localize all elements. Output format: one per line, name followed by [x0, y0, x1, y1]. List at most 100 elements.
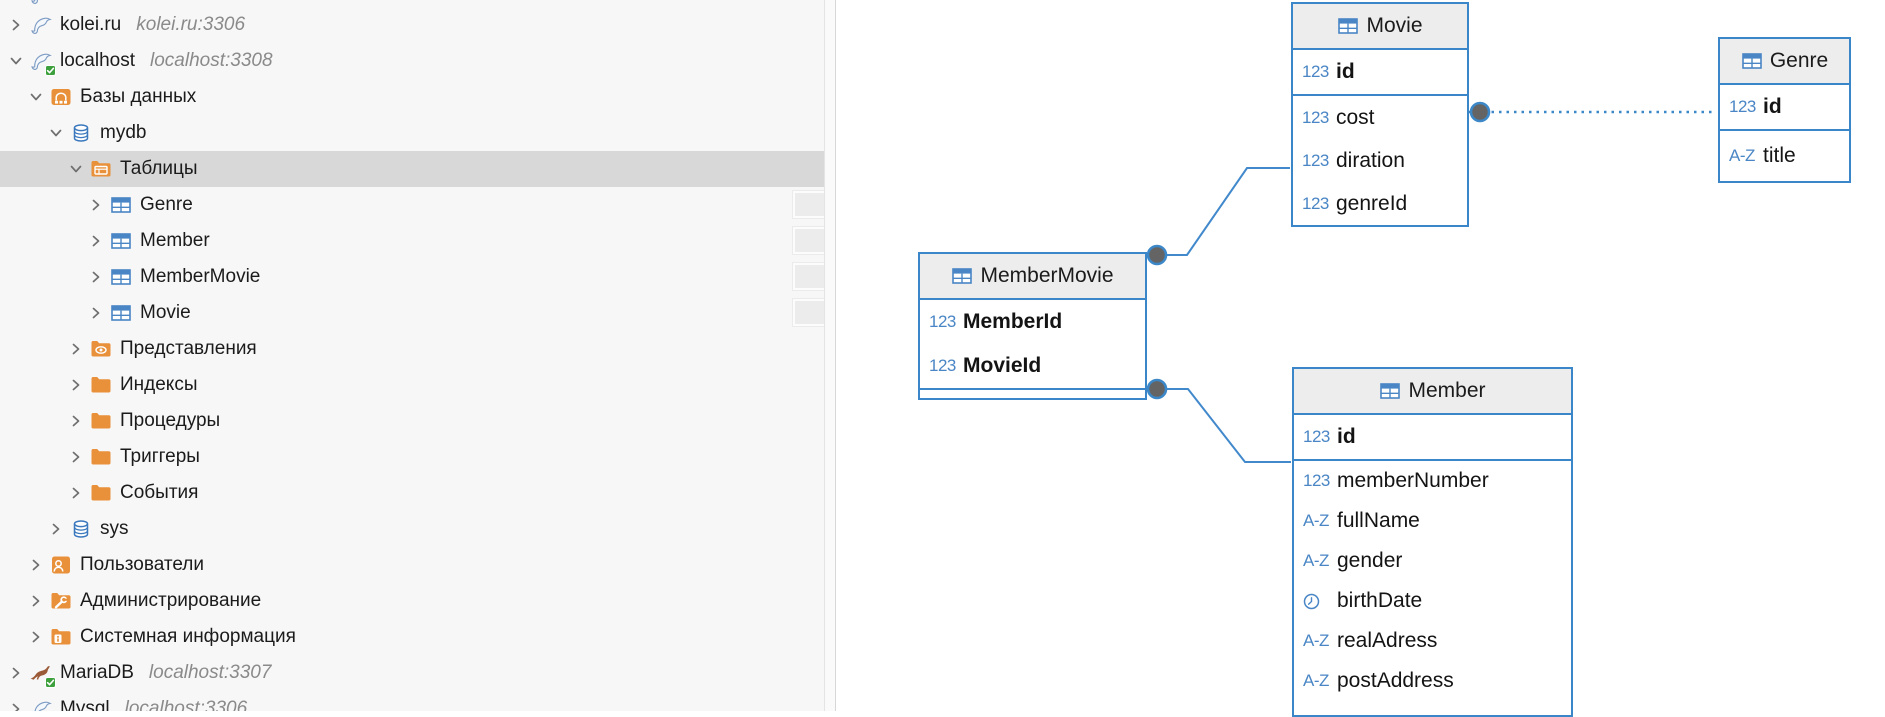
- tree-item-MemberMovie[interactable]: MemberMovie48K: [0, 259, 824, 295]
- tree-item-host: localhost:3308: [150, 50, 273, 71]
- tree-item-label: Таблицы: [120, 158, 198, 179]
- pk-separator: [920, 388, 1145, 390]
- tree-item-host: localhost:3306: [124, 698, 248, 711]
- entity-title: Member: [1408, 379, 1486, 402]
- chevron-right-icon[interactable]: [68, 449, 84, 465]
- tree-item-label: Системная информация: [80, 626, 296, 647]
- tree-item-Таблицы[interactable]: Таблицы: [0, 151, 824, 187]
- chevron-right-icon[interactable]: [88, 305, 104, 321]
- column-genreId[interactable]: 123 genreId: [1293, 182, 1467, 225]
- tree-item-label: Пользователи: [80, 554, 205, 575]
- chevron-right-icon[interactable]: [88, 269, 104, 285]
- tree-item-Member[interactable]: Member16K: [0, 223, 824, 259]
- database-icon: [69, 518, 93, 541]
- tree-item-Администрирование[interactable]: Администрирование: [0, 583, 824, 619]
- chevron-right-icon[interactable]: [68, 485, 84, 501]
- chevron-right-icon[interactable]: [88, 233, 104, 249]
- tree-item-label: Представления: [120, 338, 257, 359]
- chevron-right-icon[interactable]: [48, 521, 64, 537]
- connected-check-badge: [45, 676, 56, 688]
- chevron-down-icon[interactable]: [28, 89, 44, 105]
- chevron-right-icon[interactable]: [8, 701, 24, 711]
- chevron-down-icon[interactable]: [8, 53, 24, 69]
- column-name: realAdress: [1337, 629, 1438, 652]
- entity-header[interactable]: Member: [1294, 369, 1571, 415]
- chevron-right-icon[interactable]: [68, 377, 84, 393]
- table-size-badge: 32K: [792, 298, 824, 327]
- entity-header[interactable]: MemberMovie: [920, 254, 1145, 300]
- column-name: postAddress: [1337, 669, 1454, 692]
- pk-separator: [1720, 129, 1849, 131]
- chevron-right-icon[interactable]: [28, 557, 44, 573]
- int-type-icon: 123: [1302, 193, 1329, 213]
- chevron-right-icon[interactable]: [8, 17, 24, 33]
- entity-title: Genre: [1769, 49, 1829, 72]
- tree-item-Индексы[interactable]: Индексы: [0, 367, 824, 403]
- chevron-right-icon[interactable]: [8, 665, 24, 681]
- mysql-connection-icon: [29, 698, 53, 711]
- mariadb-connection-icon: [29, 662, 56, 688]
- tree-item-Системная-информация[interactable]: Системная информация: [0, 619, 824, 655]
- column-name: memberNumber: [1337, 469, 1489, 492]
- tree-item-label: Администрирование: [80, 590, 262, 611]
- entity-header[interactable]: Genre: [1720, 39, 1849, 85]
- tree-item-label: sys: [100, 518, 129, 539]
- tree-item-Пользователи[interactable]: Пользователи: [0, 547, 824, 583]
- chevron-down-icon[interactable]: [68, 161, 84, 177]
- table-size-bar: [795, 193, 824, 216]
- chevron-right-icon[interactable]: [28, 593, 44, 609]
- database-icon: [69, 122, 93, 145]
- chevron-right-icon[interactable]: [68, 341, 84, 357]
- tree-item-Триггеры[interactable]: Триггеры: [0, 439, 824, 475]
- tree-item-Genre[interactable]: Genre16K: [0, 187, 824, 223]
- table-size-badge: 16K: [792, 190, 824, 219]
- chevron-right-icon[interactable]: [88, 197, 104, 213]
- panel-divider[interactable]: [825, 0, 836, 711]
- chevron-right-icon[interactable]: [68, 413, 84, 429]
- table-size-bar: [795, 265, 824, 288]
- tree-item-Представления[interactable]: Представления: [0, 331, 824, 367]
- tree-item-Movie[interactable]: Movie32K: [0, 295, 824, 331]
- column-name: birthDate: [1337, 589, 1423, 612]
- tree-item-Базы-данных[interactable]: Базы данных: [0, 79, 824, 115]
- column-birthDate[interactable]: birthDate: [1294, 581, 1571, 621]
- tree-item-Процедуры[interactable]: Процедуры: [0, 403, 824, 439]
- tree-item-sys[interactable]: sys: [0, 511, 824, 547]
- entity-header[interactable]: Movie: [1293, 4, 1467, 50]
- tree-item-label: kolei.ru: [60, 14, 122, 35]
- chevron-down-icon[interactable]: [48, 125, 64, 141]
- table-icon: [109, 302, 133, 325]
- tree-item-События[interactable]: События: [0, 475, 824, 511]
- tree-item-mydb[interactable]: mydb: [0, 115, 824, 151]
- admin-folder-icon: [49, 590, 73, 613]
- column-name: MemberId: [963, 310, 1063, 333]
- column-name: genreId: [1336, 191, 1408, 215]
- folder-icon: [89, 410, 113, 433]
- table-size-badge: 48K: [792, 262, 824, 291]
- mysql-connection-icon: [29, 50, 56, 76]
- chevron-right-icon[interactable]: [28, 629, 44, 645]
